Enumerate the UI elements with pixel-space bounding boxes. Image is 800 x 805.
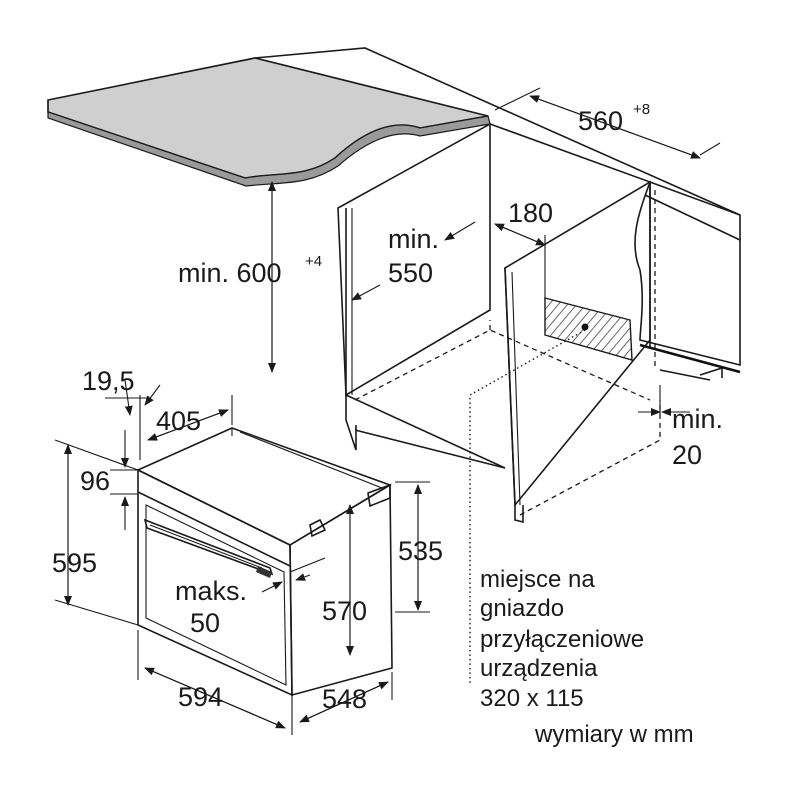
countertop (47, 47, 741, 216)
cabinet-niche (337, 122, 741, 524)
socket-note-line-3: przyłączeniowe (480, 626, 644, 653)
cabinet-width-tolerance: +8 (633, 101, 650, 118)
body-height-value: 535 (398, 536, 443, 566)
oven-width-value: 594 (178, 682, 223, 712)
oven-depth-value: 548 (322, 684, 367, 714)
oven-height-value: 595 (52, 548, 97, 578)
socket-note-line-2: gniazdo (480, 595, 564, 622)
cabinet-dimensions: 560 +8 min. 600 +4 min. 550 180 min. 20 (178, 87, 723, 685)
front-offset-value: 19,5 (82, 366, 135, 396)
socket-area (544, 297, 633, 361)
oven-dimensions: 19,5 405 96 595 maks. 50 570 53 (52, 366, 443, 735)
socket-note-line-1: miejsce na (480, 566, 595, 593)
side-gap-label: min. (672, 404, 723, 434)
cabinet-width-value: 560 (578, 106, 623, 136)
depth-min-label: min. (388, 224, 439, 254)
niche-height-tolerance: +4 (305, 253, 322, 270)
handle-label: maks. (175, 576, 247, 606)
oven (136, 427, 393, 700)
inner-height-value: 570 (322, 596, 367, 626)
socket-note-line-4: urządzenia (480, 655, 598, 682)
units-note: wymiary w mm (534, 721, 694, 748)
socket-offset-value: 180 (508, 198, 553, 228)
top-depth-value: 405 (156, 406, 201, 436)
socket-note-line-5: 320 x 115 (480, 685, 584, 712)
niche-height-value: min. 600 (178, 258, 282, 288)
handle-value: 50 (190, 608, 220, 638)
panel-height-value: 96 (80, 466, 110, 496)
socket-note: miejsce na gniazdo przyłączeniowe urządz… (480, 566, 644, 712)
depth-min-value: 550 (388, 258, 433, 288)
side-gap-value: 20 (672, 440, 702, 470)
